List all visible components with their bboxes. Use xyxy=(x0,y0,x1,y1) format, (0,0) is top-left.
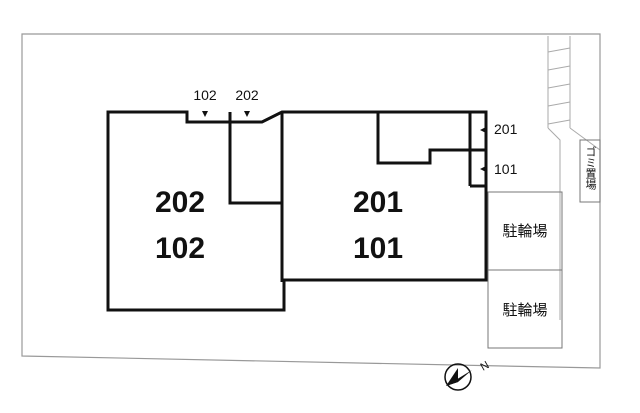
compass-north-label: N xyxy=(479,359,492,373)
entrance-arrow-102 xyxy=(202,111,208,117)
compass: N xyxy=(444,359,492,391)
building-outline xyxy=(106,110,488,312)
entrance-arrow-202 xyxy=(244,111,250,117)
entrance-label-201: 201 xyxy=(494,121,518,137)
garbage-area-label: ゴミ置場 xyxy=(584,145,597,191)
bicycle-parking-1-label: 駐輪場 xyxy=(502,223,547,240)
bicycle-parking-2-box xyxy=(487,269,563,349)
site-boundary xyxy=(21,33,601,369)
entrance-label-102: 102 xyxy=(193,87,217,103)
unit-label-101: 101 xyxy=(353,232,403,265)
garbage-area-box xyxy=(579,139,601,203)
entrance-arrow-201 xyxy=(480,127,486,133)
right-notch-wall xyxy=(376,112,472,165)
unit-label-102: 102 xyxy=(155,232,205,265)
bicycle-parking-2-label: 駐輪場 xyxy=(502,302,547,319)
entrance-arrow-101 xyxy=(480,166,486,172)
entrance-label-202: 202 xyxy=(235,87,259,103)
unit-label-202: 202 xyxy=(155,186,205,219)
unit-label-201: 201 xyxy=(353,186,403,219)
left-stairwell-wall xyxy=(228,112,282,205)
side-strip xyxy=(547,36,601,320)
entrance-label-101: 101 xyxy=(494,161,518,177)
